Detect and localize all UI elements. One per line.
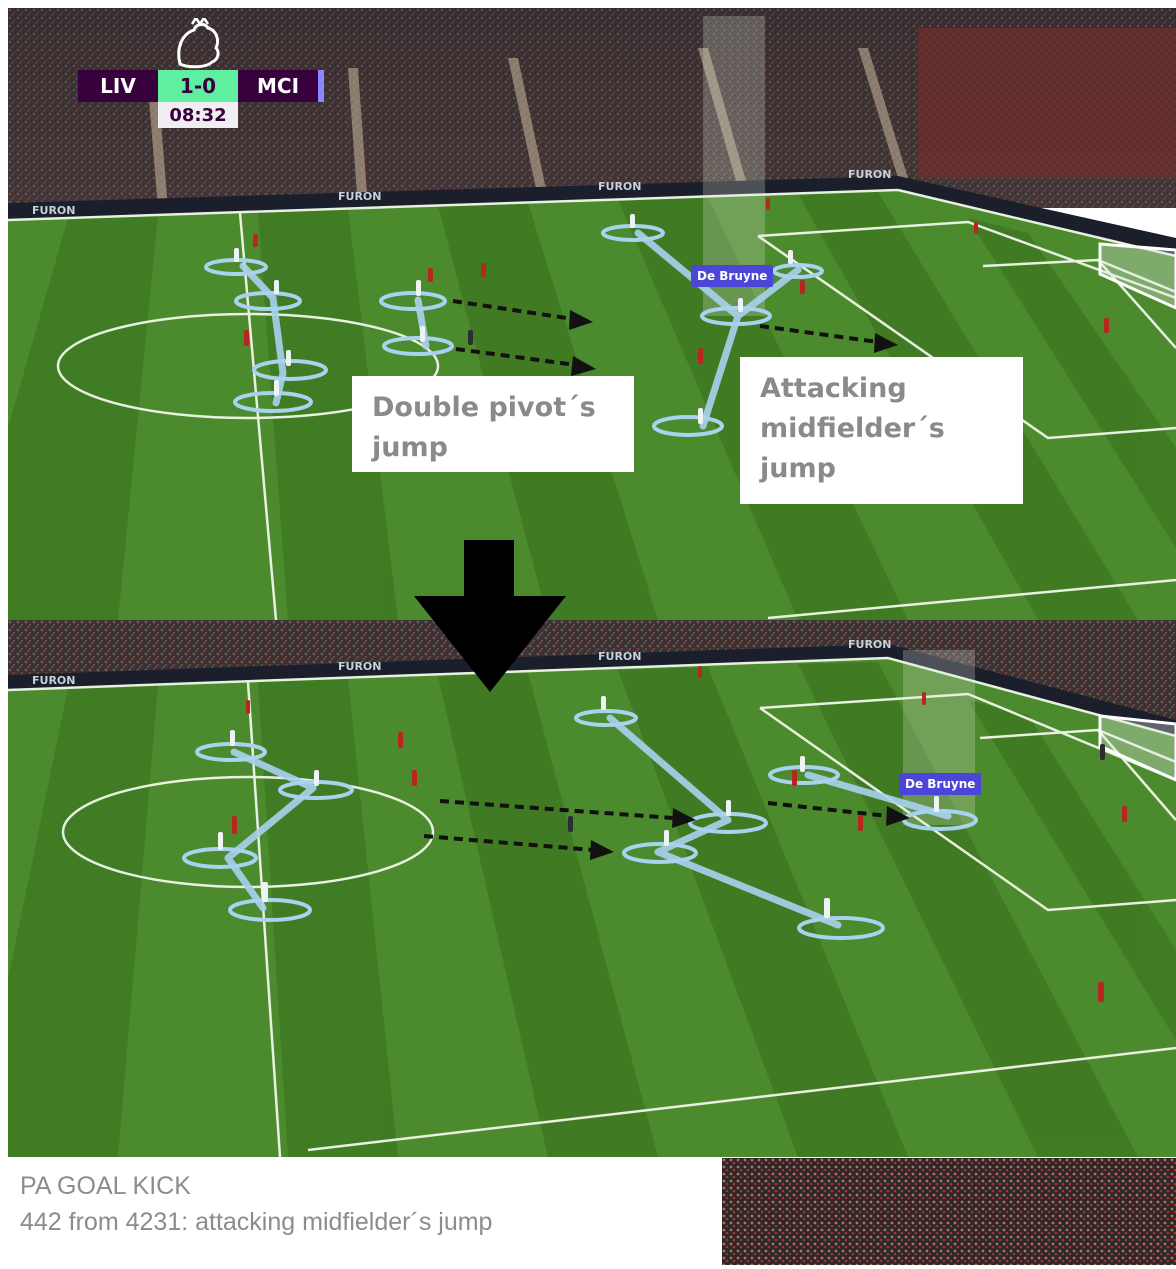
pitch-markings (8, 188, 1176, 620)
man-city-players (218, 696, 939, 918)
liverpool-players (232, 666, 1127, 1002)
caption-subtitle: 442 from 4231: attacking midfielder´s ju… (20, 1208, 493, 1236)
svg-text:FURON: FURON (598, 180, 641, 193)
away-team: MCI (238, 70, 318, 102)
double-pivot-annotation: Double pivot´s jump (352, 376, 634, 472)
arrow-down-icon (414, 540, 566, 692)
team-color-bar (318, 70, 324, 102)
stand-stairways (148, 48, 908, 208)
caption: PA GOAL KICK 442 from 4231: attacking mi… (0, 1158, 722, 1265)
man-city-players (234, 214, 793, 424)
broadcast-frame-after: FURON FURON FURON FURON (8, 620, 1176, 1157)
liverpool-players (244, 198, 1109, 364)
svg-text:FURON: FURON (338, 190, 381, 203)
player-tag-de-bruyne-after: De Bruyne (899, 773, 982, 795)
svg-text:FURON: FURON (598, 650, 641, 663)
movement-arrows (452, 299, 879, 367)
attacking-midfielder-annotation: Attacking midfielder´s jump (740, 357, 1023, 504)
svg-text:FURON: FURON (848, 638, 891, 651)
crowd-corner (722, 1158, 1176, 1265)
goal-net (1098, 242, 1176, 310)
home-team: LIV (78, 70, 158, 102)
pitch-view-after: FURON FURON FURON FURON (8, 620, 1176, 1157)
advertising-boards (8, 176, 1176, 256)
caption-title: PA GOAL KICK (20, 1172, 191, 1200)
svg-text:FURON: FURON (32, 204, 75, 217)
svg-text:FURON: FURON (848, 168, 891, 181)
movement-arrows (423, 799, 889, 852)
match-score: 1-0 (158, 70, 238, 102)
advertising-boards (8, 644, 1176, 736)
goal-net (1098, 714, 1176, 782)
broadcast-frame-before: FURON FURON FURON FURON (8, 8, 1176, 620)
svg-text:FURON: FURON (32, 674, 75, 687)
match-clock: 08:32 (158, 102, 238, 128)
player-tag-de-bruyne-before: De Bruyne (691, 265, 774, 287)
svg-text:FURON: FURON (338, 660, 381, 673)
scoreboard: LIV 1-0 MCI 08:32 (78, 66, 328, 136)
premier-league-lion-icon (170, 18, 226, 70)
